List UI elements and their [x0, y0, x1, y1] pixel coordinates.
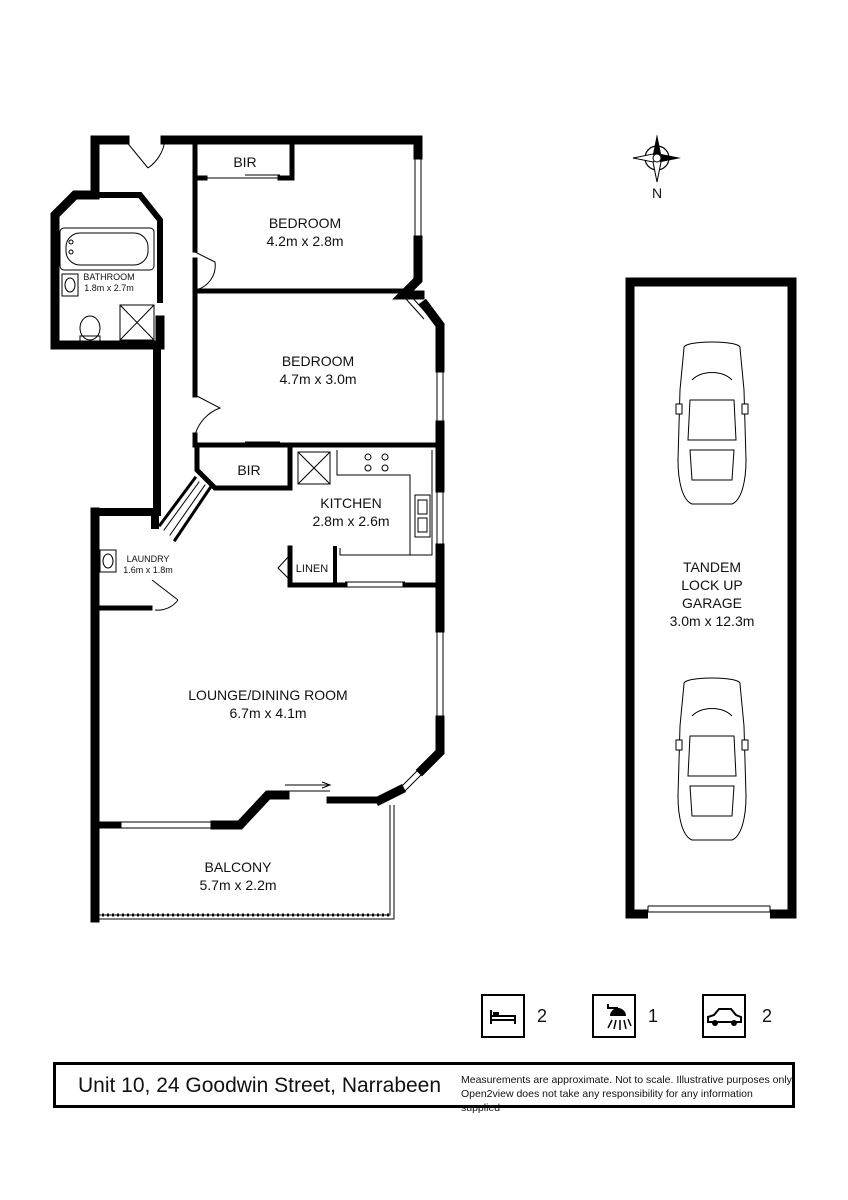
- compass-icon: [632, 134, 681, 183]
- garage-label-line2: LOCK UP: [681, 577, 742, 593]
- garage-label-line3: GARAGE: [682, 595, 742, 611]
- car-icon: [702, 994, 746, 1038]
- car-icon: [675, 677, 749, 841]
- lounge-size: 6.7m x 4.1m: [229, 705, 306, 721]
- kitchen-fixtures: [297, 450, 433, 556]
- disclaimer: Measurements are approximate. Not to sca…: [461, 1073, 792, 1115]
- garage-walls: [625, 277, 797, 919]
- bir-mid-label: BIR: [237, 462, 260, 478]
- property-address: Unit 10, 24 Goodwin Street, Narrabeen: [78, 1074, 442, 1097]
- balcony-size: 5.7m x 2.2m: [199, 877, 276, 893]
- compass-north-label: N: [652, 185, 662, 201]
- disclaimer-line2: Open2view does not take any responsibili…: [461, 1088, 753, 1114]
- bed-icon: [481, 994, 525, 1038]
- car-icon: [675, 341, 749, 505]
- bedroom2-size: 4.7m x 3.0m: [279, 371, 356, 387]
- cars-count: 2: [762, 1006, 773, 1026]
- garage-size: 3.0m x 12.3m: [670, 613, 755, 629]
- kitchen-size: 2.8m x 2.6m: [312, 513, 389, 529]
- bir-top-label: BIR: [233, 154, 256, 170]
- bedroom1-label: BEDROOM: [269, 215, 341, 231]
- bathroom-label: BATHROOM: [83, 272, 134, 282]
- garage-label-line1: TANDEM: [683, 559, 741, 575]
- doors: [124, 139, 380, 801]
- bedroom2-label: BEDROOM: [282, 353, 354, 369]
- linen-label: LINEN: [296, 563, 328, 575]
- interior-walls: [157, 142, 443, 588]
- footer-box: Unit 10, 24 Goodwin Street, Narrabeen Me…: [53, 1062, 795, 1114]
- bathroom-fixtures: [59, 227, 155, 573]
- kitchen-label: KITCHEN: [320, 495, 381, 511]
- balcony-label: BALCONY: [205, 859, 273, 875]
- disclaimer-line1: Measurements are approximate. Not to sca…: [461, 1074, 792, 1086]
- balcony-rail: [97, 805, 395, 920]
- shower-icon: [592, 994, 636, 1038]
- bathroom-size: 1.8m x 2.7m: [84, 283, 134, 293]
- apartment-walls: [50, 135, 445, 923]
- laundry-label: LAUNDRY: [127, 554, 170, 564]
- lounge-label: LOUNGE/DINING ROOM: [188, 687, 347, 703]
- beds-count: 2: [537, 1006, 548, 1026]
- windows: [118, 155, 771, 913]
- baths-count: 1: [648, 1006, 659, 1026]
- bedroom1-size: 4.2m x 2.8m: [266, 233, 343, 249]
- laundry-size: 1.6m x 1.8m: [123, 565, 173, 575]
